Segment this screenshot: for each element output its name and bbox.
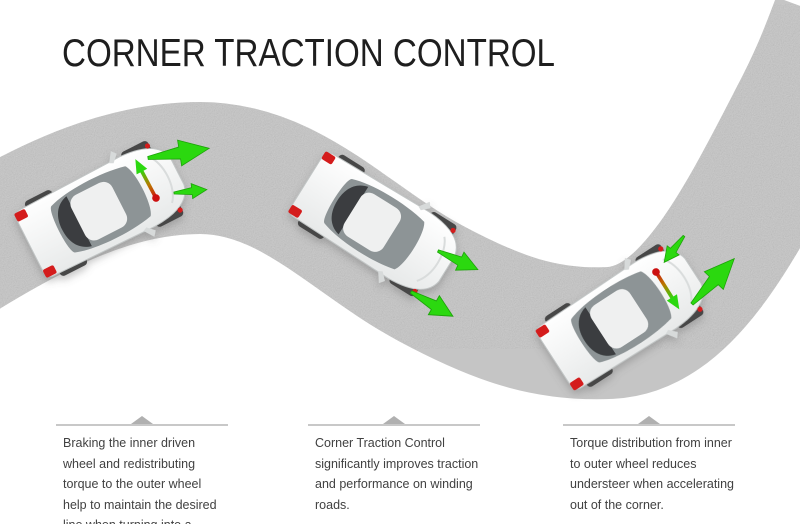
caption-column-traction: Corner Traction Control significantly im…: [308, 415, 480, 515]
divider-line: [56, 416, 228, 426]
divider-line: [563, 416, 735, 426]
divider-line: [308, 416, 480, 426]
caption-column-torque: Torque distribution from inner to outer …: [563, 415, 735, 515]
caret-up-icon: [638, 416, 660, 424]
caret-up-icon: [131, 416, 153, 424]
caret-up-icon: [383, 416, 405, 424]
caption-text: Torque distribution from inner to outer …: [570, 436, 734, 512]
caption-text: Braking the inner driven wheel and redis…: [63, 436, 217, 524]
caption-column-braking: Braking the inner driven wheel and redis…: [56, 415, 228, 524]
caption-text: Corner Traction Control significantly im…: [315, 436, 479, 512]
page-title: CORNER TRACTION CONTROL: [62, 32, 555, 75]
